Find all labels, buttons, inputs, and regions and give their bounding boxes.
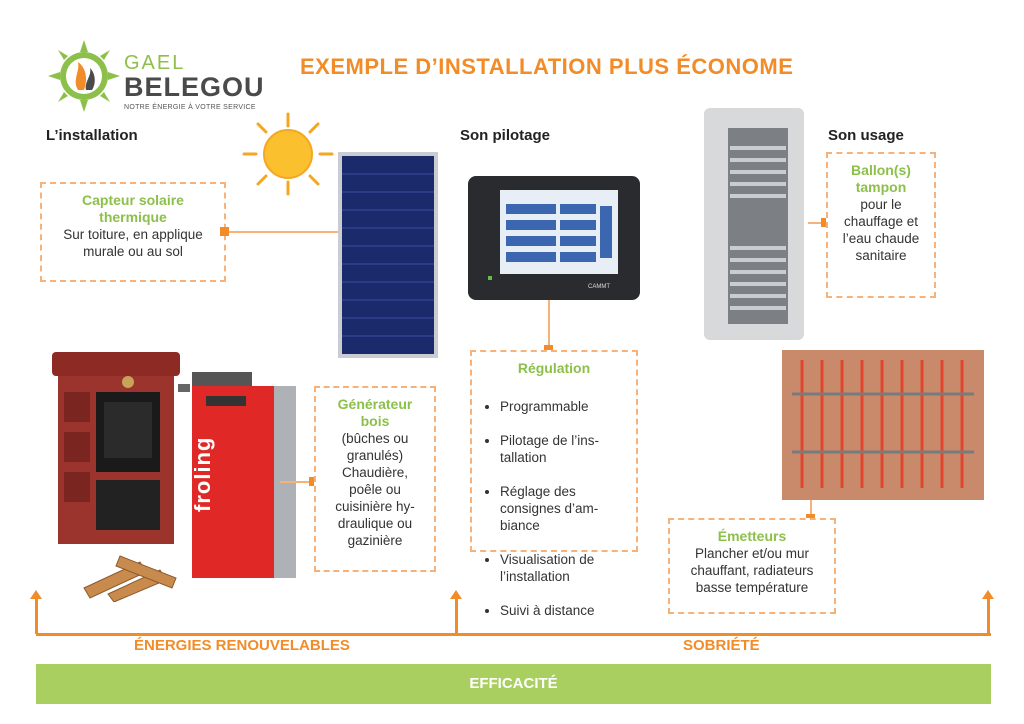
logo-tagline: NOTRE ÉNERGIE À VOTRE SERVICE	[124, 104, 256, 111]
capteur-connector	[226, 231, 338, 233]
generateur-line: (bûches ou	[341, 431, 409, 446]
generateur-bois-box: Générateur bois (bûches ou granulés) Cha…	[314, 386, 436, 572]
regulation-item: Suivi à distance	[500, 602, 630, 619]
regulation-connector	[548, 300, 550, 350]
axis-tick-right	[987, 596, 990, 634]
ballon-tampon-box: Ballon(s) tampon pour le chauffage et l’…	[826, 152, 936, 298]
storage-tank-image	[704, 108, 804, 340]
emetteurs-line: Plancher et/ou mur	[694, 546, 810, 561]
axis-label-sobriete: SOBRIÉTÉ	[683, 637, 760, 654]
generateur-title-line2: bois	[360, 413, 390, 429]
emetteurs-line: basse température	[695, 580, 809, 595]
solar-panel-image	[338, 152, 438, 358]
timeline-axis	[36, 633, 991, 636]
ballon-connector	[808, 222, 830, 224]
ballon-line: pour le	[860, 197, 902, 212]
ballon-line: chauffage et	[843, 214, 919, 229]
capteur-text-line2: murale ou au sol	[83, 244, 183, 259]
generateur-connector	[280, 481, 314, 483]
section-usage: Son usage	[828, 127, 904, 144]
axis-label-energies: ÉNERGIES RENOUVELABLES	[134, 637, 350, 654]
efficacite-bar: EFFICACITÉ	[36, 664, 991, 704]
regulation-title: Régulation	[517, 360, 591, 376]
regulation-list: Programmable Pilotage de l’ins- tallatio…	[478, 381, 630, 636]
controller-brand: CAMMT	[588, 284, 610, 290]
generateur-line: draulique ou	[337, 516, 413, 531]
generateur-title-line1: Générateur	[337, 396, 413, 412]
page-title: EXEMPLE D’INSTALLATION PLUS ÉCONOME	[300, 54, 794, 79]
stove-image	[52, 352, 180, 544]
boiler-image	[178, 372, 296, 578]
sun-icon	[242, 112, 334, 196]
emetteurs-connector	[810, 500, 812, 520]
boiler-brand: froling	[190, 436, 215, 512]
ballon-title-line1: Ballon(s)	[851, 162, 911, 178]
section-installation: L’installation	[46, 127, 138, 144]
generateur-connector-dot	[309, 477, 318, 486]
regulation-connector-dot	[544, 345, 553, 354]
capteur-title-line1: Capteur solaire	[82, 192, 184, 208]
controller-image	[468, 176, 640, 300]
section-pilotage: Son pilotage	[460, 127, 550, 144]
generateur-line: poêle ou	[349, 482, 401, 497]
generateur-line: gazinière	[347, 533, 403, 548]
ballon-connector-dot	[821, 218, 830, 227]
axis-tick-middle	[455, 596, 458, 634]
axis-tick-left	[35, 596, 38, 634]
capteur-text-line1: Sur toiture, en applique	[63, 227, 203, 242]
generateur-line: cuisinière hy-	[335, 499, 415, 514]
logo-text-gael: GAEL	[124, 52, 186, 74]
arrow-up-icon	[30, 590, 42, 599]
generateur-line: granulés)	[346, 448, 404, 463]
emetteurs-line: chauffant, radiateurs	[690, 563, 814, 578]
logo-sun-flame-icon	[48, 40, 120, 112]
emetteurs-title: Émetteurs	[717, 528, 787, 544]
regulation-item: Visualisation de l’installation	[500, 551, 630, 585]
emetteurs-box: Émetteurs Plancher et/ou mur chauffant, …	[668, 518, 836, 614]
ballon-line: sanitaire	[855, 248, 907, 263]
arrow-up-icon	[982, 590, 994, 599]
firewood-logs-image	[83, 555, 177, 602]
regulation-box: Régulation Programmable Pilotage de l’in…	[470, 350, 638, 618]
capteur-connector-dot	[220, 227, 229, 236]
ballon-line: l’eau chaude	[842, 231, 920, 246]
arrow-up-icon	[450, 590, 462, 599]
logo-text-belegou: BELEGOU	[124, 72, 265, 102]
regulation-item: Programmable	[500, 398, 630, 415]
ballon-title-line2: tampon	[855, 179, 907, 195]
regulation-item: Pilotage de l’ins- tallation	[500, 432, 630, 466]
floor-heating-image	[782, 350, 984, 500]
capteur-solaire-box: Capteur solaire thermique Sur toiture, e…	[40, 182, 226, 282]
generateur-line: Chaudière,	[341, 465, 409, 480]
regulation-item: Réglage des consignes d’am- biance	[500, 483, 630, 534]
capteur-title-line2: thermique	[99, 209, 167, 225]
